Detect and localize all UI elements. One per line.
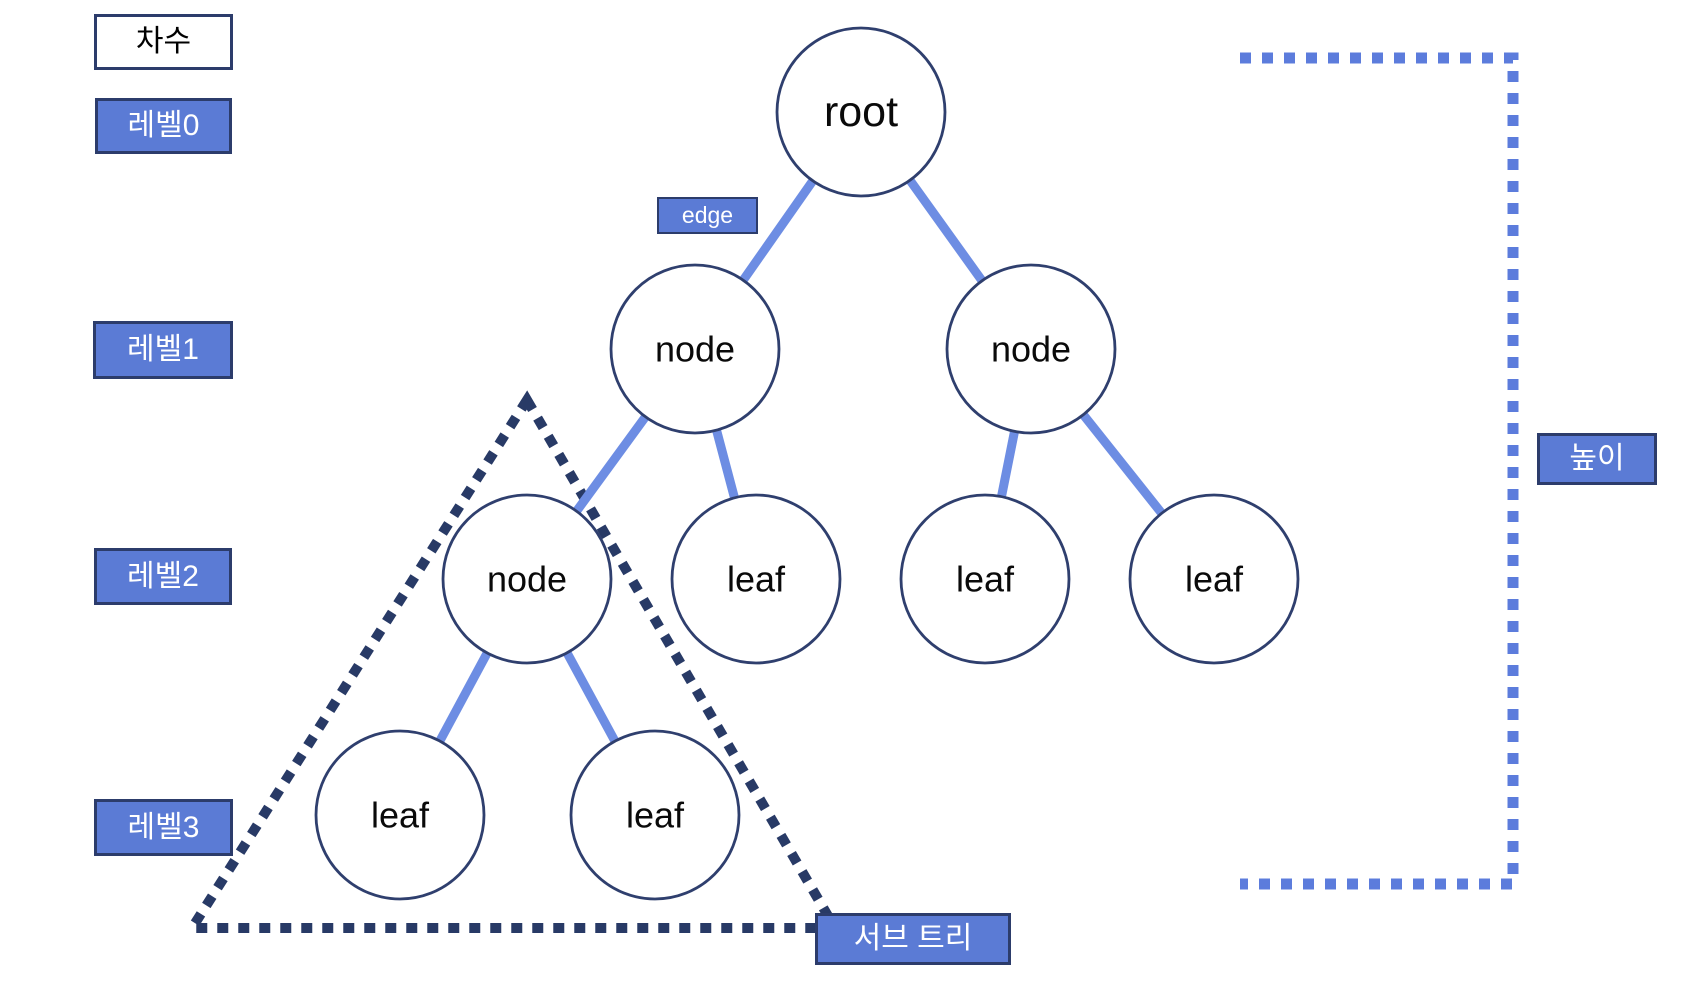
edge-label-box: edge	[657, 197, 758, 234]
height-label-box: 높이	[1537, 433, 1657, 485]
subtree-outline	[182, 390, 844, 933]
node-leaf: leaf	[569, 729, 741, 901]
node-leaf: leaf	[899, 493, 1071, 665]
node-leaf: leaf	[670, 493, 842, 665]
level-3-label-box: 레벨3	[94, 799, 233, 856]
node-internal: node	[609, 263, 781, 435]
level-0-label-box: 레벨0	[95, 98, 232, 154]
node-leaf: leaf	[314, 729, 486, 901]
node-label: leaf	[371, 795, 430, 836]
level-1-label-box: 레벨1	[93, 321, 233, 379]
node-root: root	[775, 26, 947, 198]
node-label: leaf	[1185, 559, 1244, 600]
subtree-label-box: 서브 트리	[815, 913, 1011, 965]
node-internal: node	[945, 263, 1117, 435]
node-leaf: leaf	[1128, 493, 1300, 665]
node-label: leaf	[626, 795, 685, 836]
node-label: leaf	[956, 559, 1015, 600]
node-label: node	[655, 329, 735, 370]
degree-label-box: 차수	[94, 14, 233, 70]
height-bracket	[1240, 52, 1519, 890]
level-2-label-box: 레벨2	[94, 548, 232, 605]
tree-edges	[396, 109, 1218, 818]
node-label: leaf	[727, 559, 786, 600]
node-label: root	[824, 88, 898, 136]
tree-nodes: root node node node leaf leaf	[314, 26, 1300, 901]
node-label: node	[991, 329, 1071, 370]
node-internal: node	[441, 493, 613, 665]
node-label: node	[487, 559, 567, 600]
